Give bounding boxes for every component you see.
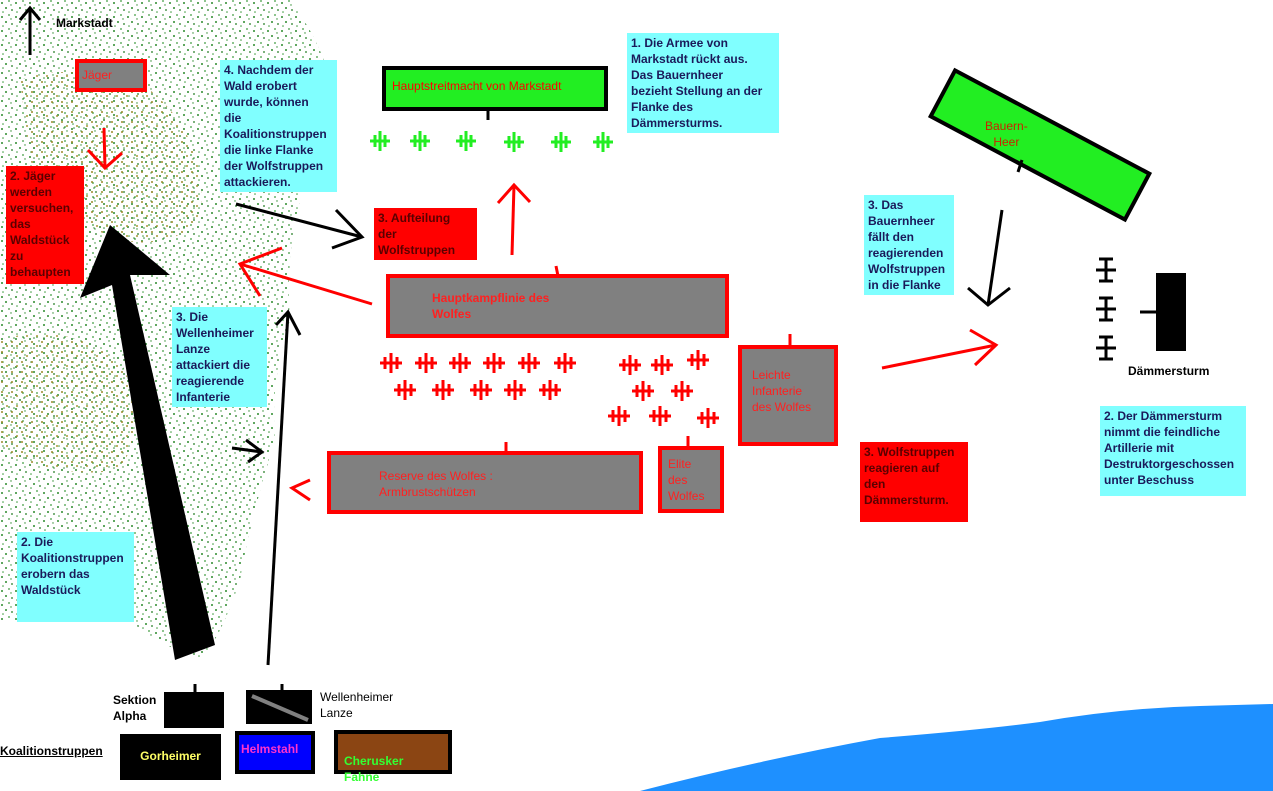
- helmstahl-unit[interactable]: Helmstahl: [235, 731, 315, 774]
- hauptstreitmacht-unit[interactable]: Hauptstreitmacht von Markstadt: [382, 66, 608, 111]
- wolf-troop-marker: [504, 380, 526, 400]
- bauernheer-unit: [927, 67, 1153, 223]
- reserve-unit[interactable]: Reserve des Wolfes : Armbrustschützen: [327, 451, 643, 514]
- leichte-infanterie-label: Leichte Infanterie des Wolfes: [752, 368, 812, 414]
- wolf-troop-marker: [483, 353, 505, 373]
- small-black-arrow: [231, 438, 265, 464]
- note-3-bauernheer: 3. Das Bauernheer fällt den reagierenden…: [864, 195, 954, 295]
- daemmersturm-unit: [1156, 273, 1186, 351]
- label-markstadt: Markstadt: [56, 16, 113, 30]
- wolf-troop-marker: [539, 380, 561, 400]
- wellenheimer-lanze-label: Wellenheimer Lanze: [320, 690, 394, 720]
- hauptkampflinie-unit[interactable]: Hauptkampflinie des Wolfes: [386, 274, 729, 338]
- note-2-koalition: 2. Die Koalitionstruppen erobern das Wal…: [17, 532, 134, 622]
- wellenheimer-arrow: [266, 309, 302, 666]
- attack-arrow-forest: [235, 202, 365, 250]
- red-arrow-jaeger: [86, 127, 123, 171]
- wolf-troop-marker: [632, 381, 654, 401]
- cherusker-fahne-unit[interactable]: Cherusker Fahne: [334, 730, 452, 784]
- note-3-wellenheimer: 3. Die Wellenheimer Lanze attackiert die…: [172, 307, 267, 407]
- wolf-troop-marker: [432, 380, 454, 400]
- wolf-troop-marker: [671, 381, 693, 401]
- coalition-main-arrow: [80, 225, 215, 660]
- wolf-troop-marker: [608, 406, 630, 426]
- red-arrow-reserve: [288, 478, 311, 502]
- water-area: [640, 704, 1273, 791]
- leichte-infanterie-unit[interactable]: Leichte Infanterie des Wolfes: [738, 345, 838, 446]
- markstadt-troops: [370, 131, 613, 152]
- wolf-troop-marker: [449, 353, 471, 373]
- wolf-troop-marker: [649, 406, 671, 426]
- wolf-troop-marker: [697, 408, 719, 428]
- bauernheer-label: Bauern- Heer: [985, 119, 1028, 149]
- sektion-alpha-unit: [164, 692, 224, 728]
- cherusker-fahne-label: Cherusker Fahne: [344, 754, 404, 784]
- note-2-jaeger: 2. Jäger werden versuchen, das Waldstück…: [6, 166, 84, 284]
- wolf-troop-marker: [470, 380, 492, 400]
- reserve-label: Reserve des Wolfes : Armbrustschützen: [379, 469, 493, 499]
- wolf-troops: [380, 350, 719, 428]
- wolf-troop-marker: [687, 350, 709, 370]
- elite-unit[interactable]: Elite des Wolfes: [658, 446, 724, 513]
- wolf-troop-marker: [394, 380, 416, 400]
- hauptstreitmacht-label: Hauptstreitmacht von Markstadt: [392, 79, 562, 93]
- wolf-troop-marker: [518, 353, 540, 373]
- red-arrow-up: [496, 182, 532, 256]
- wolf-troop-marker: [619, 355, 641, 375]
- gorheimer-unit[interactable]: Gorheimer: [120, 734, 221, 780]
- elite-label: Elite des Wolfes: [668, 457, 705, 503]
- hauptkampflinie-label: Hauptkampflinie des Wolfes: [432, 291, 550, 321]
- daemmersturm-artillery: [1096, 257, 1116, 361]
- forest-olive-patch: [0, 333, 135, 473]
- wolf-troop-marker: [415, 353, 437, 373]
- note-2-daemmersturm: 2. Der Dämmersturm nimmt die feindliche …: [1100, 406, 1246, 496]
- red-arrow-left: [237, 246, 373, 306]
- note-4-wald: 4. Nachdem der Wald erobert wurde, könne…: [220, 60, 337, 192]
- note-3-aufteilung: 3. Aufteilung der Wolfstruppen: [374, 208, 477, 260]
- north-arrow-icon: [18, 5, 42, 55]
- note-1-armee: 1. Die Armee von Markstadt rückt aus. Da…: [627, 33, 779, 133]
- gorheimer-label: Gorheimer: [140, 749, 201, 763]
- koalitionstruppen-legend: Koalitionstruppen: [0, 744, 103, 758]
- jaeger-unit[interactable]: [75, 59, 147, 92]
- helmstahl-label: Helmstahl: [241, 742, 299, 756]
- bauernheer-arrow: [967, 209, 1011, 307]
- wolf-troop-marker: [380, 353, 402, 373]
- red-arrow-right: [881, 328, 999, 370]
- label-daemmersturm: Dämmersturm: [1128, 364, 1210, 378]
- wolf-troop-marker: [554, 353, 576, 373]
- jaeger-label: Jäger: [82, 68, 113, 82]
- wolf-troop-marker: [651, 355, 673, 375]
- sektion-alpha-label: Sektion Alpha: [113, 693, 157, 723]
- note-3-wolfstruppen: 3. Wolfstruppen reagieren auf den Dämmer…: [860, 442, 968, 522]
